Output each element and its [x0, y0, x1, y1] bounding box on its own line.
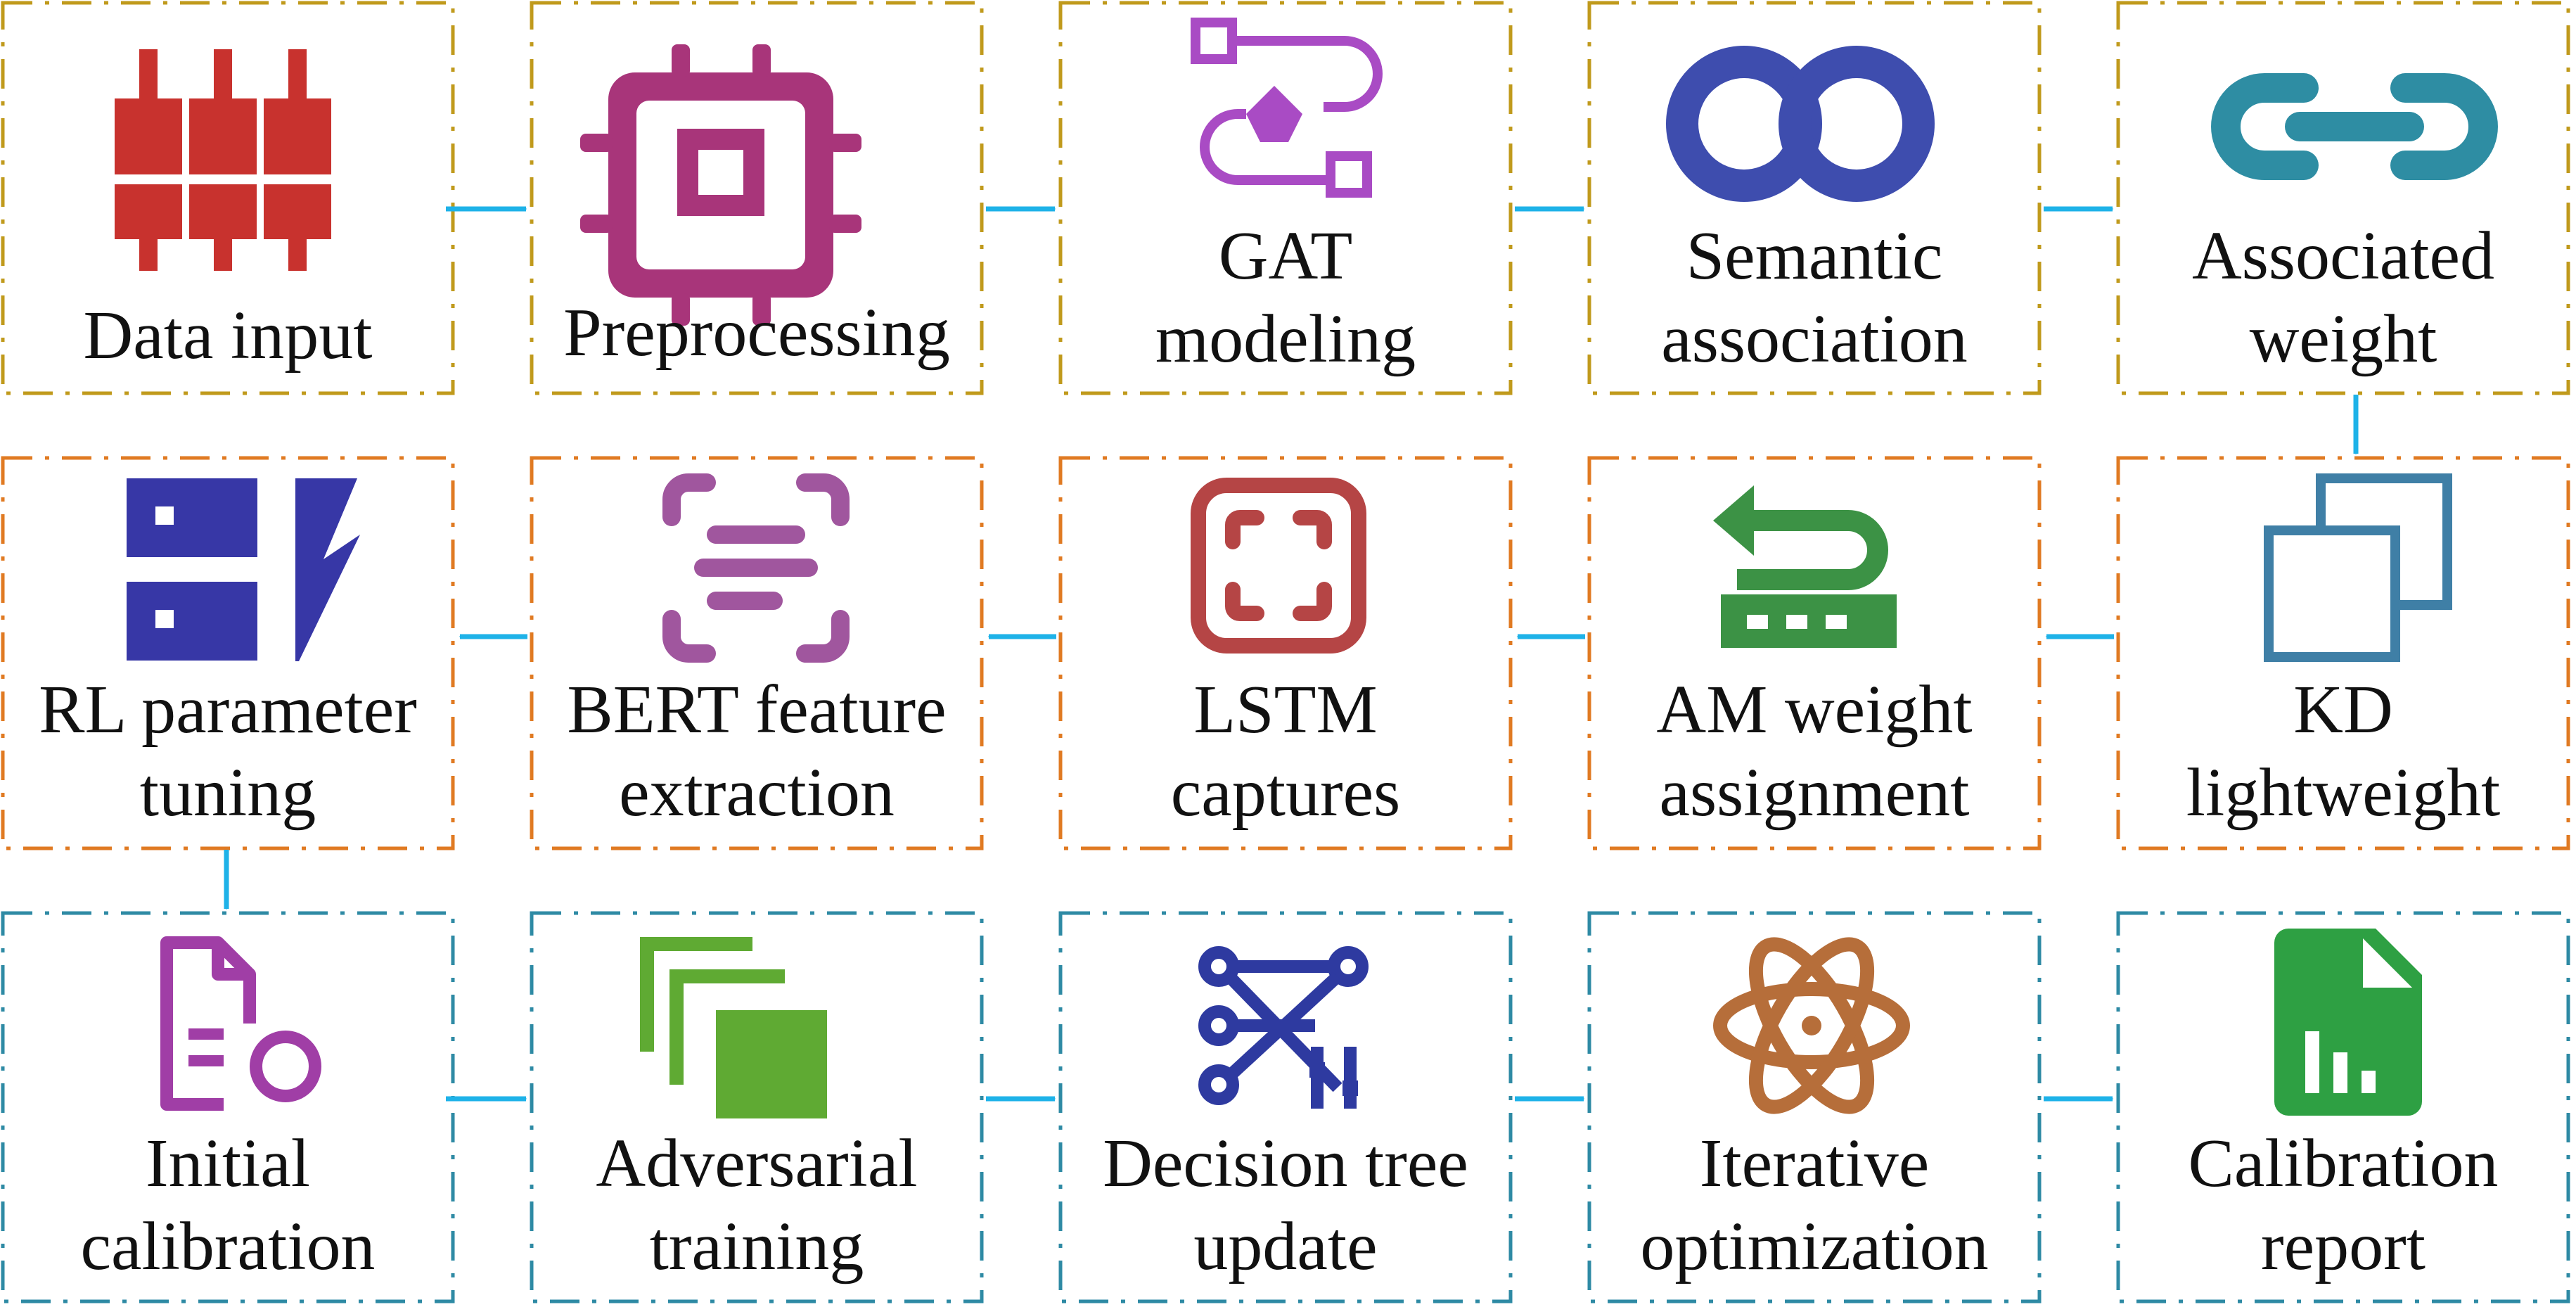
text-scan-icon — [662, 473, 850, 663]
node-box — [1587, 456, 2042, 850]
copy-squares-icon — [2264, 473, 2452, 662]
node-label: RL parameter tuning — [3, 668, 453, 834]
server-lightning-icon — [127, 478, 360, 661]
workflow-path-icon — [1191, 18, 1383, 198]
linked-rings-icon — [1666, 46, 1935, 202]
node-box — [2116, 1, 2570, 395]
node-box — [530, 456, 984, 850]
row-2 — [1, 456, 2570, 850]
node-box — [1058, 1, 1513, 395]
label-line: Initial — [145, 1126, 311, 1201]
node-label: KD lightweight — [2118, 668, 2568, 834]
node-label: GAT modeling — [1060, 215, 1511, 381]
candlestick-chart-icon — [115, 49, 331, 271]
label-line: Adversarial — [596, 1126, 918, 1201]
node-label: LSTM captures — [1060, 668, 1511, 834]
label-line: report — [2261, 1209, 2426, 1284]
label-line: Iterative — [1699, 1126, 1930, 1201]
node-box — [1, 1, 455, 395]
node-box — [530, 911, 984, 1303]
node-box — [1058, 911, 1513, 1303]
label-line: update — [1193, 1209, 1378, 1284]
label-line: Preprocessing — [563, 295, 950, 371]
report-chart-icon — [2274, 929, 2422, 1116]
node-box — [1, 456, 455, 850]
node-label: AM weight assignment — [1589, 668, 2039, 834]
node-box — [2116, 911, 2570, 1303]
label-line: tuning — [139, 755, 316, 831]
label-line: assignment — [1659, 755, 1970, 831]
label-line: association — [1661, 301, 1968, 377]
label-line: RL parameter — [39, 672, 417, 748]
node-label: BERT feature extraction — [532, 668, 982, 834]
label-line: weight — [2249, 301, 2437, 377]
label-line: Calibration — [2188, 1126, 2499, 1201]
node-label: Iterative optimization — [1589, 1122, 2039, 1288]
label-line: training — [649, 1209, 864, 1284]
node-label: Data input — [3, 294, 453, 377]
row-3 — [1, 911, 2570, 1303]
node-label: Calibration report — [2118, 1122, 2568, 1288]
atom-icon — [1713, 937, 1910, 1114]
node-label: Decision tree update — [1060, 1122, 1511, 1288]
undo-keyboard-icon — [1713, 485, 1897, 648]
node-label: Initial calibration — [3, 1122, 453, 1288]
label-line: Associated — [2192, 218, 2494, 294]
label-line: LSTM — [1193, 672, 1378, 748]
label-line: lightweight — [2186, 755, 2501, 831]
document-form-icon — [160, 936, 321, 1111]
node-label: Associated weight — [2118, 215, 2568, 381]
node-box — [1, 911, 455, 1303]
label-line: BERT feature — [567, 672, 947, 748]
node-box — [2116, 456, 2570, 850]
screen-capture-icon — [1191, 478, 1366, 654]
branch-network-icon — [1198, 946, 1369, 1109]
label-line: modeling — [1155, 301, 1416, 377]
node-box — [530, 1, 984, 395]
node-label: Preprocessing — [532, 291, 982, 374]
label-line: GAT — [1218, 218, 1353, 294]
label-line: extraction — [619, 755, 895, 831]
label-line: captures — [1170, 755, 1401, 831]
flow-arrows — [224, 206, 2359, 1102]
label-line: calibration — [80, 1209, 376, 1284]
node-box — [1058, 456, 1513, 850]
node-box — [1587, 911, 2042, 1303]
node-label: Adversarial training — [532, 1122, 982, 1288]
label-line: Decision tree — [1103, 1126, 1468, 1201]
node-box — [1587, 1, 2042, 395]
label-line: Semantic — [1686, 218, 1943, 294]
processor-chip-icon — [580, 44, 861, 326]
row-1 — [1, 1, 2570, 395]
node-label: Semantic association — [1589, 215, 2039, 381]
label-line: Data input — [83, 298, 373, 374]
label-line: KD — [2293, 672, 2393, 748]
label-line: AM weight — [1656, 672, 1973, 748]
chain-link-icon — [2211, 73, 2498, 180]
stacked-layers-icon — [640, 937, 827, 1118]
label-line: optimization — [1640, 1209, 1989, 1284]
